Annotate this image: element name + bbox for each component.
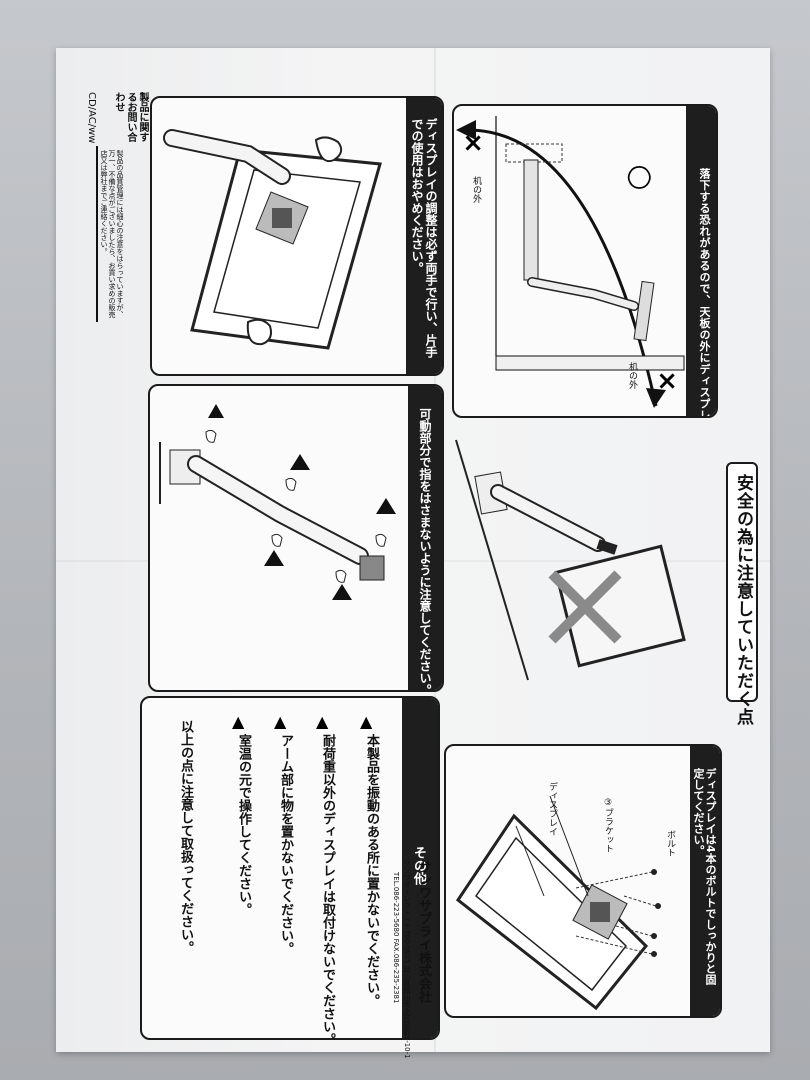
panel-two-hands: ディスプレイの調整は必ず両手で行い、片手での使用はおやめください。	[150, 96, 444, 376]
desk-outer-label-left: 机の外	[471, 176, 481, 203]
warning-icon: ▲	[360, 712, 373, 731]
warning-icon: ▲	[232, 712, 245, 731]
section-title-pill: 安全の為に注意していただく点	[726, 462, 758, 726]
other-item-4: 室温の元で操作してください。	[236, 734, 251, 916]
panel-fingers-header	[408, 386, 442, 690]
ng-mark-top: ×	[457, 132, 488, 154]
bolt-mount-illustration	[455, 795, 661, 1011]
contact-title: 製品に関するお問い合わせ	[113, 92, 148, 142]
panel-other-heading: その他	[411, 846, 426, 885]
other-item-3: アーム部に物を置かないでください。	[278, 734, 293, 955]
bracket-label: ③ブラケット	[603, 798, 613, 853]
company-tel: TEL.086-223-5680 FAX.086-235-2381	[392, 872, 400, 1004]
other-closing: 以上の点に注意して取扱ってください。	[178, 720, 193, 954]
section-title: 安全の為に注意していただく点	[733, 474, 753, 726]
contact-note: 製品の品質管理には細心の注意をはらっていますが、万一、不備な点がございましたら、…	[100, 150, 124, 318]
panel-fall-risk: 落下する恐れがあるので、天板の外にディスプレイが出る状態での使用はさけてください…	[452, 104, 718, 418]
panel-fingers: 可動部分で指をはさまないように注意してください。	[148, 384, 444, 692]
desk-outer-label-right: 机の外	[627, 362, 637, 389]
warning-icon: ▲	[274, 712, 287, 731]
ng-mark-bottom: ×	[651, 370, 682, 392]
panel-two-hands-header	[406, 98, 442, 374]
company-name: サンワサプライ株式会社	[416, 860, 431, 1003]
panel-two-hands-heading: ディスプレイの調整は必ず両手で行い、片手での使用はおやめください。	[410, 118, 438, 358]
panel-fall-risk-heading: 落下する恐れがあるので、天板の外にディスプレイが出る状態での使用はさけてください…	[698, 168, 711, 418]
bolt-label: ボルト	[665, 830, 675, 857]
pinch-warning-illustration	[159, 404, 396, 600]
panel-fingers-heading: 可動部分で指をはさまないように注意してください。	[418, 408, 432, 692]
ok-mark: ○	[623, 164, 659, 191]
display-label: ディスプレイ	[547, 782, 557, 836]
panel-bolts-heading: ディスプレイは4本のボルトでしっかりと固定してください。	[692, 768, 717, 985]
desk-arm-illustration	[456, 116, 685, 408]
panel-fall-risk-header	[686, 106, 716, 416]
contact-code: CD/AC/ww	[86, 92, 97, 144]
contact-note-box	[96, 146, 120, 322]
tilted-display-warning-illustration	[455, 439, 686, 681]
panel-other-header	[402, 698, 438, 1038]
other-item-1: 本製品を振動のある所に置かないでください。	[364, 734, 379, 1007]
panel-other: その他 ▲ 本製品を振動のある所に置かないでください。 ▲ 耐荷重以外のディスプ…	[140, 696, 440, 1040]
company-address: サンワダイレクト / 〒700-0825 岡山県岡山市北区田町1-10-1	[403, 860, 411, 1059]
warning-icon: ▲	[316, 712, 329, 731]
two-hands-illustration	[163, 129, 382, 350]
other-item-2: 耐荷重以外のディスプレイは取付けないでください。	[320, 734, 335, 1040]
panel-bolts: ディスプレイは4本のボルトでしっかりと固定してください。 ボルト ③ブラケット …	[444, 744, 722, 1018]
panel-bolts-header	[690, 746, 720, 1016]
